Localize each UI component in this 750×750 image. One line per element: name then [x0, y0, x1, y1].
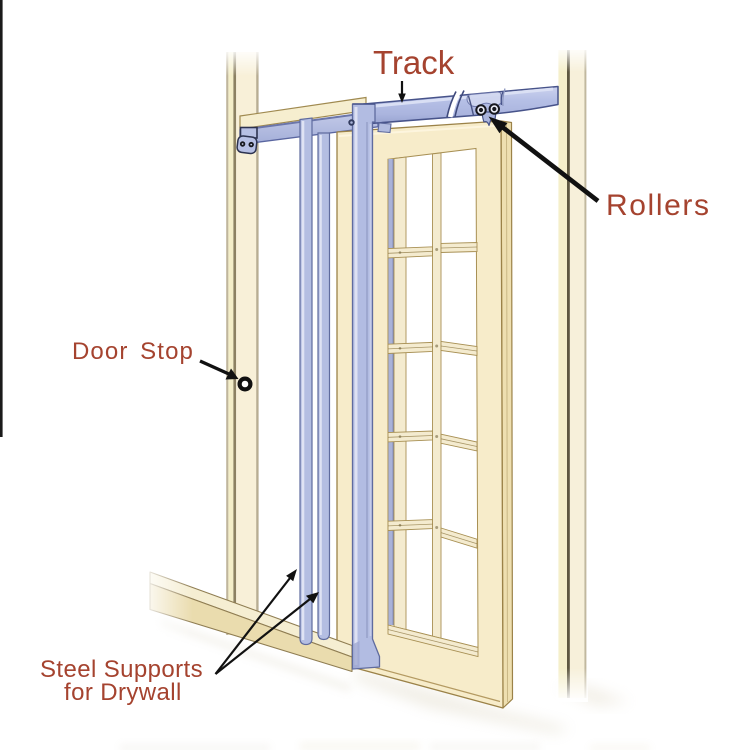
svg-text:Door Stop: Door Stop	[72, 338, 194, 365]
svg-text:for Drywall: for Drywall	[64, 679, 182, 706]
svg-text:Steel Supports: Steel Supports	[40, 656, 203, 683]
svg-text:Rollers: Rollers	[606, 189, 711, 222]
svg-text:Track: Track	[373, 44, 455, 81]
